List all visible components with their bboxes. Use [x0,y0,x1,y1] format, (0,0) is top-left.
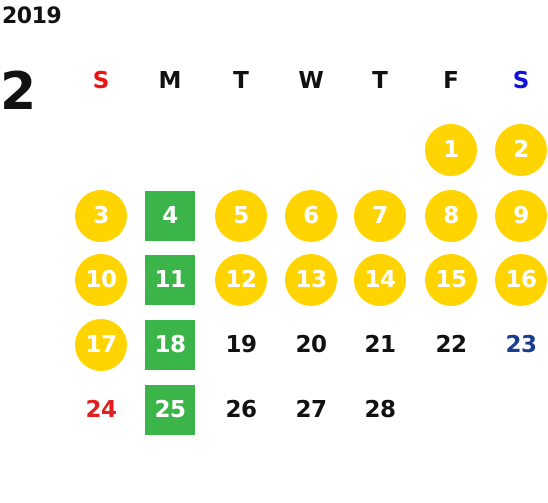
day-cell-17[interactable]: 17 [75,319,127,371]
day-cell-23[interactable]: 23 [505,332,537,358]
weekday-wed: W [298,68,324,94]
weekday-sat: S [512,68,530,94]
day-cell-6[interactable]: 6 [285,190,337,242]
day-cell-24[interactable]: 24 [85,397,117,423]
weekday-sun: S [92,68,110,94]
weekday-thu: T [372,68,388,94]
month-label: 2 [0,62,37,122]
day-cell-25[interactable]: 25 [145,385,195,435]
day-cell-1[interactable]: 1 [425,124,477,176]
day-cell-7[interactable]: 7 [354,190,406,242]
day-cell-21[interactable]: 21 [364,332,396,358]
year-label: 2019 [2,4,62,29]
day-cell-18[interactable]: 18 [145,320,195,370]
day-cell-2[interactable]: 2 [495,124,547,176]
day-cell-8[interactable]: 8 [425,190,477,242]
day-cell-11[interactable]: 11 [145,255,195,305]
day-cell-10[interactable]: 10 [75,254,127,306]
weekday-fri: F [443,68,459,94]
day-cell-19[interactable]: 19 [225,332,257,358]
day-cell-22[interactable]: 22 [435,332,467,358]
day-cell-14[interactable]: 14 [354,254,406,306]
day-cell-20[interactable]: 20 [295,332,327,358]
day-cell-15[interactable]: 15 [425,254,477,306]
weekday-mon: M [158,68,182,94]
day-cell-3[interactable]: 3 [75,190,127,242]
day-cell-27[interactable]: 27 [295,397,327,423]
day-cell-13[interactable]: 13 [285,254,337,306]
day-cell-5[interactable]: 5 [215,190,267,242]
day-cell-12[interactable]: 12 [215,254,267,306]
day-cell-16[interactable]: 16 [495,254,547,306]
day-cell-4[interactable]: 4 [145,191,195,241]
weekday-tue: T [233,68,249,94]
day-cell-26[interactable]: 26 [225,397,257,423]
day-cell-9[interactable]: 9 [495,190,547,242]
day-cell-28[interactable]: 28 [364,397,396,423]
